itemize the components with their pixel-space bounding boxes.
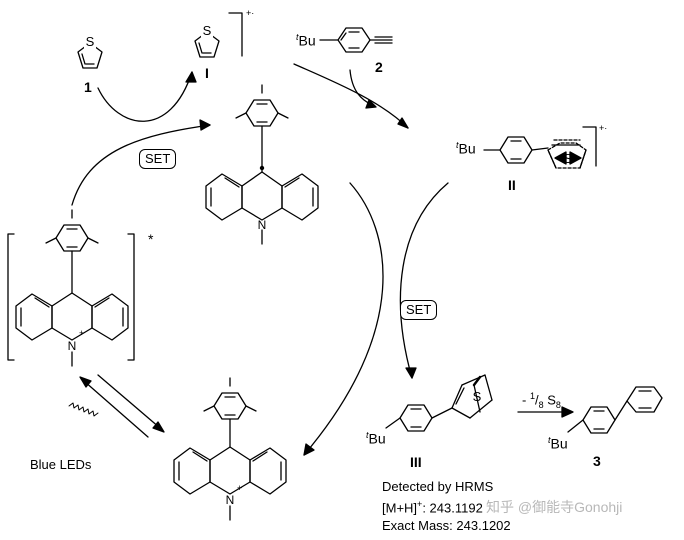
tbu-group-2: tBu: [296, 32, 316, 49]
compound-label-II: II: [508, 177, 516, 193]
catalytic-arrows: [68, 63, 574, 456]
tbu-group-3: tBu: [548, 435, 568, 452]
radical-cation-charge: +·: [246, 8, 254, 18]
compound-label-2: 2: [375, 59, 383, 75]
compound-label-1: 1: [84, 79, 92, 95]
thiophene-1-structure: S: [77, 34, 103, 69]
set-label-reduction: SET: [400, 300, 438, 321]
set-label-oxidation: SET: [139, 149, 177, 170]
sulfur-atom-I: S: [203, 23, 212, 38]
compound-label-I: I: [205, 65, 209, 81]
excited-acridinium-structure: N + *: [7, 209, 154, 367]
hrms-exact-mass: Exact Mass: 243.1202: [382, 518, 511, 533]
nitrogen-atom-radical: N: [258, 218, 267, 232]
tbu-group-III: tBu: [366, 430, 386, 447]
ground-acridinium-structure: N +: [173, 377, 287, 521]
hrms-detected-label: Detected by HRMS: [382, 479, 494, 494]
intermediate-II-structure: S +·: [483, 123, 607, 169]
compound-label-III: III: [410, 454, 422, 470]
radical-cation-charge-II: +·: [599, 123, 607, 133]
blue-leds-label: Blue LEDs: [30, 457, 92, 472]
sulfur-atom-III: S: [473, 389, 482, 404]
tbu-group-II: tBu: [456, 140, 476, 157]
sulfur-atom-1: S: [86, 34, 95, 49]
intermediate-III-structure: S: [385, 374, 493, 432]
hrms-mh-value: [M+H]+: 243.1192: [382, 499, 483, 516]
nitrogen-atom-ground: N: [226, 493, 235, 507]
compound-label-3: 3: [593, 453, 601, 469]
sulfur-atom-II: S: [564, 151, 573, 166]
nitrogen-atom-excited: N: [68, 339, 77, 353]
product-3-structure: [567, 386, 663, 434]
acridine-radical-structure: N: [205, 84, 319, 245]
thiophene-radical-cation-structure: S +·: [194, 8, 254, 58]
arylalkyne-2-structure: [319, 27, 393, 53]
watermark: 知乎 @御能寺Gonohji: [486, 499, 623, 515]
excited-state-star: *: [148, 231, 154, 247]
sulfur-extrusion-label: - 1/8 S8: [522, 391, 561, 410]
cation-charge-ground: +: [237, 483, 242, 493]
cation-charge-excited: +: [79, 328, 84, 338]
